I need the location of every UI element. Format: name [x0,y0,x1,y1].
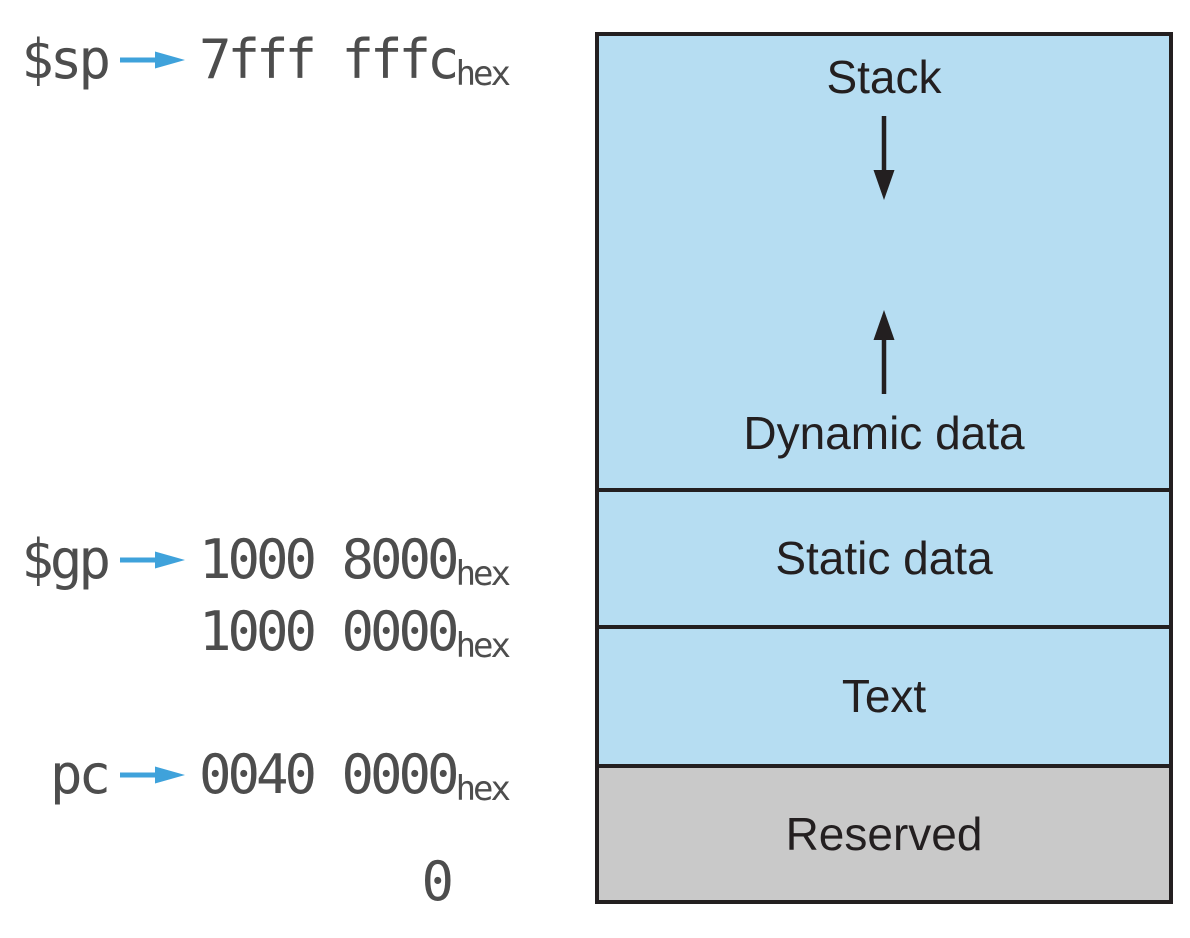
pointer-row-gp: $gp 1000 8000 hex [0,528,511,594]
segment-text: Text [599,625,1169,764]
segment-stack-dynamic: Stack Dynamic data [599,36,1169,488]
address-value: 7fff fffc [198,28,460,92]
up-arrow-icon [871,310,897,399]
address-value: 0 [421,850,453,914]
dynamic-data-segment-label: Dynamic data [743,407,1025,460]
pointer-row-zero: 0 [0,850,508,914]
static-data-segment-label: Static data [775,532,993,585]
stack-segment-label: Stack [826,51,942,103]
right-arrow-icon [119,766,185,784]
pointer-row-sp: $sp 7fff fffc hex [0,28,511,94]
hex-subscript: hex [455,769,511,809]
right-arrow-icon [119,51,185,69]
memory-map-box: Stack Dynamic data Static data Text [595,32,1173,904]
address-pointer-column: $sp 7fff fffc hex $gp 1000 8000 hex 1000… [0,0,511,938]
register-sp-label: $sp [21,28,111,92]
register-gp-label: $gp [21,528,111,592]
segment-reserved: Reserved [599,764,1169,900]
pointer-row-pc: pc 0040 0000 hex [0,743,511,809]
hex-subscript: hex [455,626,511,666]
address-value: 0040 0000 [198,743,460,807]
hex-subscript: hex [455,54,511,94]
reserved-segment-label: Reserved [785,807,983,860]
down-arrow-icon [871,115,897,205]
address-value: 1000 8000 [198,528,460,592]
right-arrow-icon [119,551,185,569]
register-pc-label: pc [49,743,111,807]
text-segment-label: Text [841,670,927,723]
segment-static-data: Static data [599,488,1169,625]
address-value: 1000 0000 [198,600,460,664]
hex-subscript: hex [455,554,511,594]
pointer-row-text-base: 1000 0000 hex [0,600,511,666]
